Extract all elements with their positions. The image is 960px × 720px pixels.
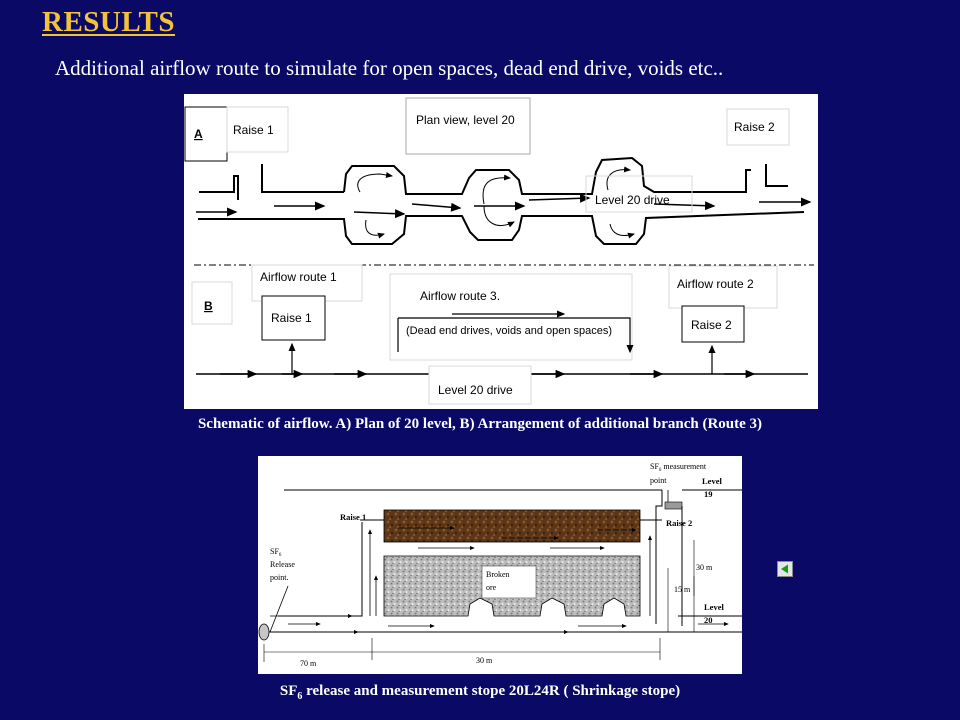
sf6-stope-drawing: SF6 measurement point Level 19 Raise 1 R… <box>258 462 742 668</box>
sf6-release-label: SF6 <box>270 547 282 558</box>
level20-number: 20 <box>704 615 713 625</box>
slide-subtitle: Additional airflow route to simulate for… <box>55 56 724 80</box>
broken-ore-word: ore <box>486 583 497 592</box>
sf6-release-point-label: point. <box>270 573 288 582</box>
figure-a-caption: Schematic of airflow. A) Plan of 20 leve… <box>197 416 763 432</box>
sf6-measurement-point-label: point <box>650 476 667 485</box>
raise2-bottom-label: Raise 2 <box>691 318 732 332</box>
sf6-stope-figure: SF6 measurement point Level 19 Raise 1 R… <box>258 456 742 674</box>
dead-end-note: (Dead end drives, voids and open spaces) <box>406 325 612 337</box>
back-arrow-icon <box>781 564 788 574</box>
level20-drive-bottom-label: Level 20 drive <box>438 383 513 397</box>
level19-label: Level <box>702 476 722 486</box>
airflow-schematic-figure: A Raise 1 Plan view, level 20 Raise 2 Le… <box>184 94 818 409</box>
dim-15m: 15 m <box>674 585 691 594</box>
box-a <box>184 106 228 162</box>
back-arrow-button[interactable] <box>777 561 793 577</box>
broken-ore-label: Broken <box>486 570 510 579</box>
level20-drive-top-label: Level 20 drive <box>595 193 670 207</box>
raise1-bottom-label: Raise 1 <box>271 311 312 325</box>
raise2-top-label: Raise 2 <box>734 120 775 134</box>
label-b: B <box>204 299 213 313</box>
airflow-schematic-drawing: A Raise 1 Plan view, level 20 Raise 2 Le… <box>184 97 814 405</box>
sf6-release-word: Release <box>270 560 295 569</box>
dim-30m-vertical: 30 m <box>696 563 713 572</box>
raise1-label: Raise 1 <box>340 512 366 522</box>
level20-label: Level <box>704 602 724 612</box>
plan-view-label: Plan view, level 20 <box>416 113 515 127</box>
figure-b-caption: SF6 release and measurement stope 20L24R… <box>279 683 681 702</box>
dim-30m-horizontal: 30 m <box>476 656 493 665</box>
slide-title: RESULTS <box>42 6 176 38</box>
sf6-measurement-label: SF6 measurement <box>650 462 707 473</box>
raise1-top-label: Raise 1 <box>233 123 274 137</box>
airflow-route1-label: Airflow route 1 <box>260 270 337 284</box>
dim-70m: 70 m <box>300 659 317 668</box>
raise2-label: Raise 2 <box>666 518 692 528</box>
label-a: A <box>194 127 203 141</box>
airflow-route2-label: Airflow route 2 <box>677 277 754 291</box>
airflow-route3-label: Airflow route 3. <box>420 289 500 303</box>
level19-number: 19 <box>704 489 713 499</box>
